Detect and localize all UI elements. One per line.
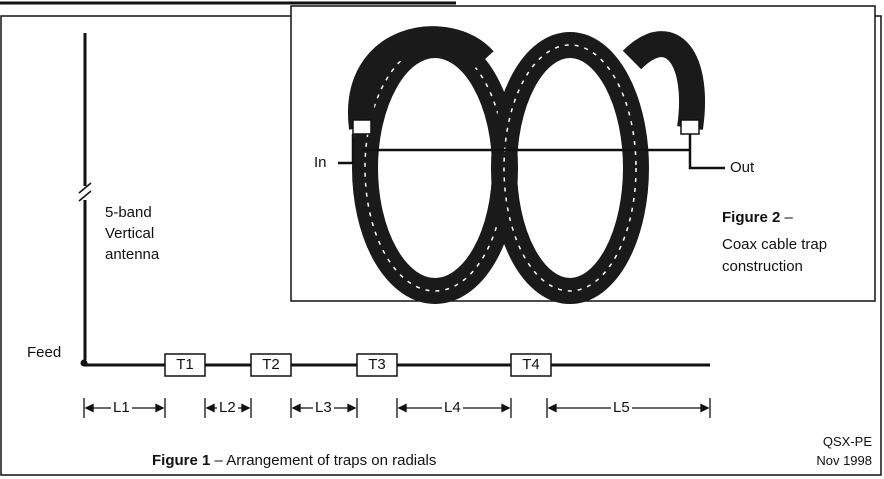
trap-box-t4 (510, 353, 552, 377)
out-label: Out (730, 159, 755, 176)
antenna-label-line1: 5-band (105, 204, 152, 221)
figure1-title: Figure 1 (152, 452, 211, 469)
trap-label-t2: T2 (262, 356, 280, 373)
length-label-l5: L5 (611, 399, 632, 417)
out-lead (688, 134, 725, 170)
feed-label: Feed (27, 344, 62, 361)
trap-box-t1 (164, 353, 206, 377)
figure1-caption: – Arrangement of traps on radials (210, 452, 437, 469)
in-label: In (314, 154, 327, 171)
antenna-label-line2: Vertical (105, 225, 155, 242)
trap-label-t3: T3 (368, 356, 386, 373)
figure2-title: Figure 2 (722, 209, 781, 226)
length-label-l3: L3 (313, 399, 334, 417)
figure2-caption-line2: construction (722, 258, 803, 275)
in-lead (338, 134, 355, 165)
length-label-l4: L4 (442, 399, 463, 417)
trap-label-t4: T4 (522, 356, 540, 373)
figure1-heading: Figure 1 – Arrangement of traps on radia… (152, 452, 436, 470)
credit-line1: QSX-PE (822, 434, 872, 449)
length-label-l2: L2 (217, 399, 238, 417)
credit-line2: Nov 1998 (816, 453, 872, 468)
break-mark-1 (78, 182, 92, 194)
figure2-heading: Figure 2 – (722, 209, 793, 227)
trap-label-t1: T1 (176, 356, 194, 373)
trap-box-t2 (250, 353, 292, 377)
coax-coil (348, 26, 706, 304)
trap-box-t3 (356, 353, 398, 377)
antenna-label-line3: antenna (105, 246, 160, 263)
figure2-caption-line1: Coax cable trap (722, 236, 828, 253)
dimension-lines (83, 398, 711, 418)
length-label-l1: L1 (111, 399, 132, 417)
figure2-dash: – (784, 209, 793, 226)
break-mark-2 (78, 190, 92, 202)
figure2-frame (290, 5, 876, 302)
